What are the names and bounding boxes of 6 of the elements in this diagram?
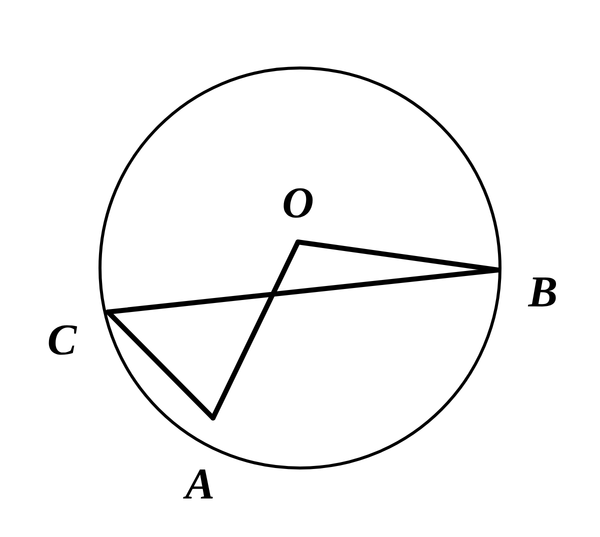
point-label: A <box>183 469 213 499</box>
line-segment <box>106 310 216 420</box>
point-label: C <box>48 325 78 355</box>
point-label: B <box>528 278 556 306</box>
point-label: O <box>284 188 313 218</box>
line-segment <box>210 240 300 420</box>
